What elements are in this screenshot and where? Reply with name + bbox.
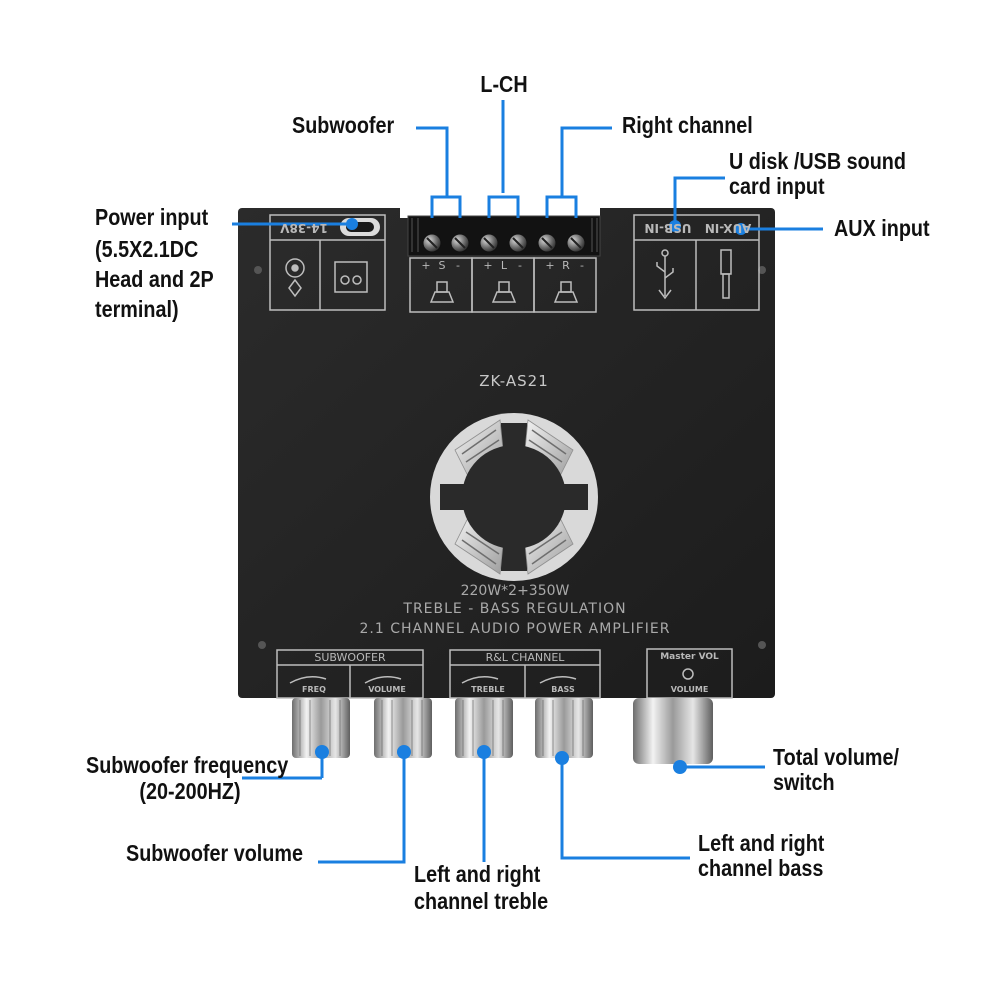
- terminal-mark-1: +: [421, 259, 431, 272]
- regulation-label: TREBLE - BASS REGULATION: [403, 601, 627, 617]
- power-input-callout-line4: terminal): [95, 296, 179, 322]
- master-vol-label: Master VOL: [660, 652, 719, 662]
- aux-in-label: AUX-IN: [704, 221, 752, 235]
- heat-sink: [430, 413, 598, 581]
- terminal-mark-3: -: [456, 259, 460, 272]
- bass-knob-label: BASS: [551, 685, 575, 694]
- bass-callout-line1: Left and right: [698, 830, 825, 856]
- right-channel-callout: Right channel: [622, 112, 753, 138]
- sub-volume-callout: Subwoofer volume: [126, 840, 303, 866]
- power-input-callout-line2: (5.5X2.1DC: [95, 236, 199, 262]
- terminal-mark-7: +: [545, 259, 555, 272]
- treble-callout-line1: Left and right: [414, 861, 541, 887]
- usb-in-label: USB-IN: [644, 221, 692, 235]
- sub-frequency-callout-line1: Subwoofer frequency: [86, 752, 289, 778]
- speaker-terminal-block: [407, 215, 601, 257]
- terminal-mark-9: -: [580, 259, 584, 272]
- freq-knob-label: FREQ: [302, 685, 326, 694]
- lch-callout: L-CH: [480, 71, 528, 97]
- leader-dots: [315, 218, 747, 774]
- leader-lines: [232, 100, 823, 864]
- total-volume-callout-line2: switch: [773, 769, 835, 795]
- total-volume-callout-line1: Total volume/: [773, 744, 900, 770]
- knobs: [292, 698, 713, 764]
- subwoofer-callout: Subwoofer: [292, 112, 395, 138]
- rl-channel-group-label: R&L CHANNEL: [485, 651, 565, 664]
- bass-callout-line2: channel bass: [698, 855, 824, 881]
- master-volume-knob-label: VOLUME: [670, 685, 709, 694]
- terminal-mark-5: L: [500, 259, 508, 272]
- usb-input-callout-line2: card input: [729, 173, 825, 199]
- model-label: ZK-AS21: [479, 372, 549, 390]
- subwoofer-group-label: SUBWOOFER: [314, 651, 386, 664]
- treble-knob-label: TREBLE: [471, 685, 505, 694]
- dc-voltage-label: 14-38V: [280, 221, 328, 235]
- dc-input-panel: [269, 214, 386, 311]
- sub-frequency-callout-line2: (20-200HZ): [139, 778, 241, 804]
- terminal-mark-8: R: [562, 259, 570, 272]
- aux-input-callout: AUX input: [834, 215, 930, 241]
- terminal-mark-6: -: [518, 259, 522, 272]
- power-input-callout-line3: Head and 2P: [95, 266, 214, 292]
- terminal-mark-4: +: [483, 259, 493, 272]
- sub-volume-knob-label: VOLUME: [368, 685, 406, 694]
- channel-label: 2.1 CHANNEL AUDIO POWER AMPLIFIER: [359, 621, 671, 637]
- treble-callout-line2: channel treble: [414, 888, 549, 914]
- terminal-mark-2: S: [438, 259, 446, 272]
- power-input-callout-line1: Power input: [95, 204, 209, 230]
- usb-input-callout-line1: U disk /USB sound: [729, 148, 906, 174]
- power-spec-label: 220W*2+350W: [460, 583, 570, 599]
